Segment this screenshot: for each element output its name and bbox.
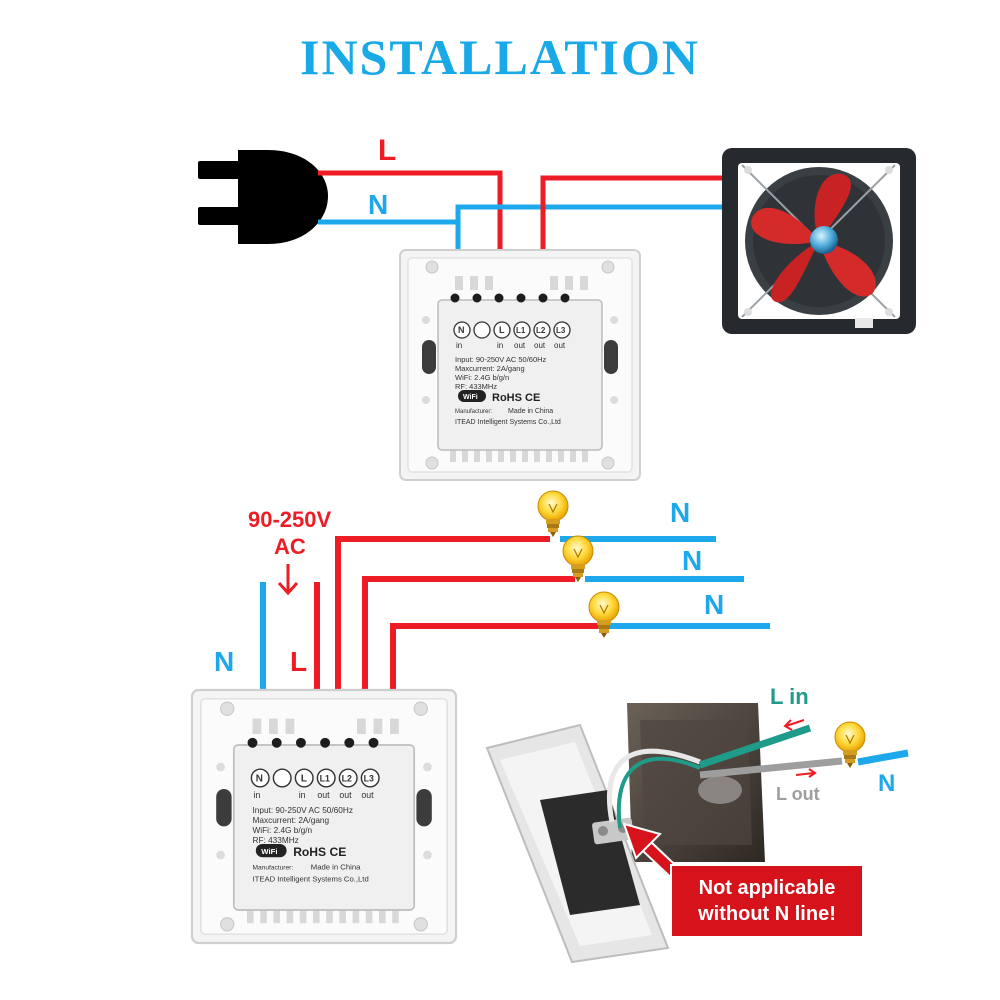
l-in-label: L in (770, 684, 809, 709)
terminal-label-l1: L1 (516, 326, 526, 335)
terminal-sub-l: in (299, 790, 306, 800)
spec-line: WiFi: 2.4G b/g/n (455, 373, 509, 382)
terminal-label-n: N (256, 773, 263, 784)
warning-box: Not applicable without N line! (672, 866, 862, 936)
plug-icon (198, 150, 328, 244)
load-neutral-label: N (682, 545, 702, 576)
light-bulb-icon (537, 490, 569, 538)
inset-neutral-wire (857, 749, 909, 766)
terminal-label-l: L (301, 773, 307, 784)
bottom-load-wire-2 (362, 576, 575, 740)
terminal-label-l2: L2 (342, 773, 352, 783)
spec-line: RF: 433MHz (253, 836, 299, 845)
manufacturer-label: Manufacturer: (455, 409, 492, 415)
terminal-label-l: L (499, 325, 505, 335)
l-in-wire (698, 724, 812, 769)
bottom-live-label: L (290, 646, 307, 677)
voltage-ac-label: AC (274, 534, 306, 559)
top-switch-panel: N L L1 L2 L3 in in out out out Input: 90… (399, 249, 641, 481)
made-in-label: Made in China (311, 862, 361, 871)
light-bulb-icon (588, 591, 620, 639)
terminal-sub-l2: out (534, 341, 546, 350)
spec-line: Maxcurrent: 2A/gang (253, 816, 330, 825)
spec-line: Input: 90-250V AC 50/60Hz (253, 806, 353, 815)
load-neutral-label: N (670, 497, 690, 528)
right-arrow-icon (795, 768, 817, 778)
terminal-label-l2: L2 (536, 326, 546, 335)
made-in-label: Made in China (508, 408, 553, 415)
wall-box-photo (485, 703, 765, 964)
cert-marks: RoHS CE (293, 845, 346, 859)
spec-line: Maxcurrent: 2A/gang (455, 364, 525, 373)
inset-neutral-label: N (878, 770, 895, 797)
voltage-label: 90-250V (248, 507, 332, 532)
bottom-load-wire-1 (335, 536, 550, 740)
company-label: ITEAD Intelligent Systems Co.,Ltd (253, 874, 369, 883)
terminal-label-l3: L3 (364, 773, 374, 783)
top-live-label: L (378, 134, 396, 167)
warning-arrow-icon (622, 822, 681, 880)
left-arrow-icon (783, 719, 805, 731)
terminal-sub-l1: out (317, 790, 330, 800)
terminal-sub-n: in (254, 790, 261, 800)
fan-icon (722, 148, 916, 334)
spec-line: WiFi: 2.4G b/g/n (253, 826, 313, 835)
bottom-switch-panel: N L L1 L2 L3 in in out out out Input: 90… (190, 688, 458, 945)
manufacturer-label: Manufacturer: (253, 864, 294, 871)
terminal-sub-l3: out (554, 341, 566, 350)
terminal-sub-l3: out (361, 790, 374, 800)
terminal-sub-l2: out (339, 790, 352, 800)
wifi-badge: WiFi (463, 394, 478, 401)
light-bulb-icon (562, 535, 594, 583)
l-out-wire (699, 757, 843, 779)
terminal-label-l3: L3 (556, 326, 566, 335)
spec-line: RF: 433MHz (455, 382, 497, 391)
terminal-sub-n: in (456, 341, 462, 350)
terminal-label-l1: L1 (320, 773, 330, 783)
top-neutral-label: N (368, 189, 388, 220)
inset-wires (698, 724, 909, 779)
warning-line: without N line! (698, 903, 836, 925)
bottom-neutral-label: N (214, 646, 234, 677)
l-out-label: L out (776, 784, 820, 804)
wifi-badge: WiFi (261, 847, 277, 856)
spec-line: Input: 90-250V AC 50/60Hz (455, 355, 547, 364)
terminal-sub-l: in (497, 341, 503, 350)
load-neutral-label: N (704, 589, 724, 620)
terminal-label-n: N (458, 325, 465, 335)
company-label: ITEAD Intelligent Systems Co.,Ltd (455, 419, 561, 426)
cert-marks: RoHS CE (492, 392, 540, 404)
terminal-sub-l1: out (514, 341, 526, 350)
page-title: INSTALLATION (299, 29, 701, 85)
warning-line: Not applicable (698, 877, 836, 899)
down-arrow-icon (277, 564, 299, 596)
